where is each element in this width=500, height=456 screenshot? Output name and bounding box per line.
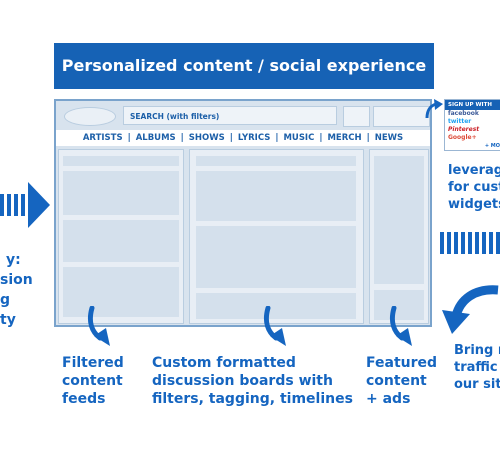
feed-card <box>63 171 179 215</box>
caption-line: Custom formatted <box>152 355 296 371</box>
caption-line: filters, tagging, timelines <box>152 391 353 407</box>
google-logo: Google+ <box>448 134 477 141</box>
left-inbound-arrow <box>0 180 50 230</box>
discussion-caption: Custom formatted discussion boards with … <box>152 354 353 408</box>
board-card <box>196 171 356 221</box>
nav-item-lyrics: LYRICS <box>237 133 271 143</box>
logo-placeholder <box>64 107 116 126</box>
caption-line: content <box>366 373 427 389</box>
bring-traffic-caption: Bring n traffic our sit <box>454 342 500 393</box>
arrow-right-icon <box>0 182 50 228</box>
caption-line: traffic <box>454 360 498 375</box>
nav-item-artists: ARTISTS <box>82 133 123 143</box>
nav-item-shows: SHOWS <box>188 133 225 143</box>
feed-card <box>63 220 179 262</box>
featured-caption: Featured content + ads <box>366 354 437 408</box>
nav-item-merch: MERCH <box>327 133 362 143</box>
leverage-caption: leverag for cust widgets <box>448 162 500 213</box>
caption-line: Featured <box>366 355 438 371</box>
board-card <box>196 156 356 166</box>
featured-card <box>374 156 424 284</box>
featured-card <box>374 290 424 320</box>
feed-card <box>63 156 179 166</box>
filtered-feeds-caption: Filtered content feeds <box>62 354 124 408</box>
nav-item-news: NEWS <box>374 133 404 143</box>
caption-line: for cust <box>448 180 500 195</box>
nav-item-music: MUSIC <box>283 133 315 143</box>
social-header: SIGN UP WITH <box>445 100 500 110</box>
caption-line: leverag <box>448 163 500 178</box>
caption-line: content <box>62 373 123 389</box>
left-caption: y: sion g ty <box>0 250 33 330</box>
left-caption-line: ty <box>0 312 16 328</box>
board-card <box>196 226 356 288</box>
caption-line: feeds <box>62 391 106 407</box>
facebook-logo: facebook <box>448 110 479 117</box>
inbound-traffic-bars <box>440 232 500 254</box>
curved-arrow-icon <box>87 306 110 346</box>
caption-line: discussion boards with <box>152 373 333 389</box>
header-box <box>373 106 430 127</box>
social-signup-widget: SIGN UP WITH facebook twitter Pinterest … <box>444 99 500 151</box>
arrow-up-right-icon <box>425 99 443 119</box>
curved-arrow-left-icon <box>442 285 499 334</box>
twitter-logo: twitter <box>448 118 472 125</box>
curved-arrow-icon <box>389 306 412 346</box>
caption-line: + ads <box>366 391 411 407</box>
caption-line: our sit <box>454 377 500 392</box>
more-logos: + MO <box>484 143 500 149</box>
pinterest-logo: Pinterest <box>448 126 480 133</box>
caption-line: widgets <box>448 197 500 212</box>
nav-item-albums: ALBUMS <box>135 133 176 143</box>
curved-arrow-icon <box>263 306 286 346</box>
caption-line: Filtered <box>62 355 124 371</box>
caption-line: Bring n <box>454 343 500 358</box>
left-caption-line: sion <box>0 272 33 288</box>
board-card <box>196 293 356 319</box>
feed-card <box>63 267 179 317</box>
header-box <box>343 106 370 127</box>
search-bar: SEARCH (with filters) <box>123 106 337 125</box>
page-title-banner: Personalized content / social experience <box>54 43 434 89</box>
left-caption-line: y: <box>6 252 21 268</box>
nav-menu: ARTISTS| ALBUMS| SHOWS| LYRICS| MUSIC| M… <box>56 130 430 146</box>
left-caption-line: g <box>0 292 11 308</box>
